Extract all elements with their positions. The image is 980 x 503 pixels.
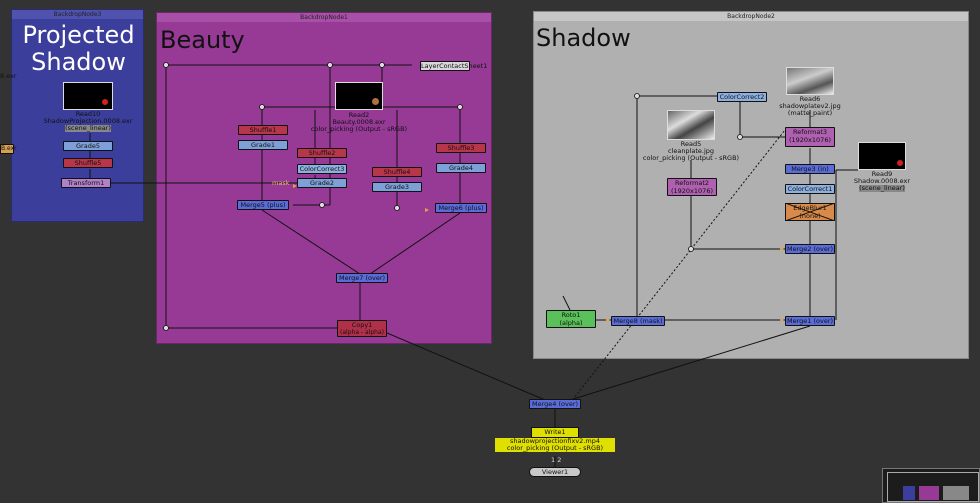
roto1-sub: (alpha): [559, 319, 583, 327]
copy1-name: Copy1: [351, 321, 373, 329]
minimap-viewport[interactable]: [887, 472, 979, 502]
grade5-node[interactable]: Grade5: [63, 141, 113, 151]
read5-label[interactable]: Read5 cleanplate.jpg color_picking (Outp…: [620, 141, 762, 162]
mask-label: mask: [272, 179, 290, 187]
write1-label: shadowprojectionfixv2.mp4 color_picking …: [495, 438, 615, 452]
grade2-node[interactable]: Grade2: [297, 178, 347, 188]
reformat3-sub: (1920x1076): [788, 136, 831, 144]
read5-thumbnail[interactable]: [667, 110, 715, 140]
reformat2-sub: (1920x1076): [670, 187, 713, 195]
read9-file: Shadow.0008.exr: [853, 177, 911, 185]
merge3-node[interactable]: Merge3 (in): [785, 164, 835, 174]
read9-thumbnail[interactable]: [858, 142, 906, 170]
minimap-backdrop-beauty: [919, 486, 939, 500]
minimap-backdrop-projected: [903, 486, 915, 500]
colorcorrect3-node[interactable]: ColorCorrect3: [297, 164, 347, 174]
write1-colorspace: color_picking (Output - sRGB): [506, 444, 604, 452]
merge4-node[interactable]: Merge4 (over): [529, 399, 581, 409]
grade3-node[interactable]: Grade3: [372, 182, 422, 192]
merge5-node[interactable]: Merge5 (plus): [237, 200, 289, 210]
read5-file: cleanplate.jpg: [667, 147, 715, 155]
shuffle2-node[interactable]: Shuffle2: [297, 148, 347, 158]
merge8-node[interactable]: Merge8 (mask): [611, 316, 665, 326]
layer-contact-sheet-node[interactable]: LayerContactSheet1: [420, 61, 488, 71]
merge7-node[interactable]: Merge7 (over): [336, 273, 388, 283]
colorcorrect2-node[interactable]: ColorCorrect2: [717, 92, 767, 102]
thumbnail-dot: [102, 99, 108, 105]
colorcorrect1-node[interactable]: ColorCorrect1: [785, 184, 835, 194]
backdrop-label: Shadow: [536, 24, 631, 52]
read6-colorspace: (matte_paint): [787, 109, 833, 117]
read2-file: Beauty.0008.exr: [332, 118, 386, 126]
thumbnail-dot: [372, 98, 379, 105]
write1-file: shadowprojectionfixv2.mp4: [510, 437, 600, 445]
read6-file: shadowplatev2.jpg: [779, 102, 841, 110]
edgeblur1-name: EdgeBlur1: [793, 204, 827, 212]
backdrop-label: Beauty: [160, 26, 245, 54]
grade4-node[interactable]: Grade4: [436, 163, 486, 173]
read6-thumbnail[interactable]: [786, 67, 834, 95]
read2-label[interactable]: Read2 Beauty.0008.exr color_picking (Out…: [300, 112, 418, 133]
transform1-node[interactable]: Transform1: [61, 178, 111, 188]
read5-colorspace: color_picking (Output - sRGB): [642, 154, 740, 162]
read10-name: Read10: [75, 110, 101, 118]
disabled-cross-icon: [785, 203, 835, 221]
offscreen-read-label: 8.exr: [0, 72, 17, 80]
reformat2-name: Reformat2: [674, 179, 710, 187]
backdrop-title: BackdropNode2: [534, 12, 968, 21]
reformat2-node[interactable]: Reformat2 (1920x1076): [667, 178, 717, 196]
grade1-node[interactable]: Grade1: [238, 140, 288, 150]
read2-colorspace: color_picking (Output - sRGB): [310, 125, 408, 133]
viewer1-node[interactable]: Viewer1: [529, 467, 581, 477]
thumbnail-dot: [897, 160, 903, 166]
shuffle1-node[interactable]: Shuffle1: [238, 125, 288, 135]
minimap-backdrop-shadow: [943, 486, 969, 500]
write1-node[interactable]: Write1: [531, 427, 579, 438]
read5-name: Read5: [680, 140, 702, 148]
read2-thumbnail[interactable]: [335, 82, 383, 110]
edgeblur1-sub: (none): [799, 212, 821, 220]
read6-name: Read6: [799, 95, 821, 103]
minimap[interactable]: [882, 468, 980, 503]
read10-colorspace: (scene_linear): [65, 124, 111, 132]
offscreen-read-node[interactable]: B.exr: [0, 144, 17, 154]
shuffle5-node[interactable]: Shuffle5: [63, 158, 113, 168]
read10-file: ShadowProjection.0008.exr: [43, 117, 133, 125]
roto1-name: Roto1: [561, 311, 581, 319]
viewer1-inputs: 1 2: [551, 456, 562, 464]
copy1-node[interactable]: Copy1 (alpha - alpha): [337, 320, 387, 337]
read10-label[interactable]: Read10 ShadowProjection.0008.exr (scene_…: [38, 111, 138, 132]
read10-thumbnail[interactable]: [63, 82, 113, 110]
reformat3-name: Reformat3: [792, 128, 828, 136]
read9-label[interactable]: Read9 Shadow.0008.exr (scene_linear): [845, 171, 919, 192]
read2-name: Read2: [348, 111, 370, 119]
shuffle4-node[interactable]: Shuffle4: [372, 167, 422, 177]
roto1-node[interactable]: Roto1 (alpha): [546, 310, 596, 328]
merge1-node[interactable]: Merge1 (over): [785, 316, 835, 326]
reformat3-node[interactable]: Reformat3 (1920x1076): [785, 127, 835, 147]
merge2-node[interactable]: Merge2 (over): [785, 244, 835, 254]
edgeblur1-node[interactable]: EdgeBlur1 (none): [785, 203, 835, 221]
backdrop-title: BackdropNode3: [12, 10, 143, 19]
read6-label[interactable]: Read6 shadowplatev2.jpg (matte_paint): [770, 96, 850, 117]
read9-name: Read9: [871, 170, 893, 178]
merge6-node[interactable]: Merge6 (plus): [435, 203, 487, 213]
backdrop-title: BackdropNode1: [157, 13, 491, 22]
backdrop-label: Projected Shadow: [22, 21, 135, 76]
copy1-sub: (alpha - alpha): [340, 329, 384, 336]
read9-colorspace: (scene_linear): [859, 184, 905, 192]
shuffle3-node[interactable]: Shuffle3: [436, 143, 486, 153]
